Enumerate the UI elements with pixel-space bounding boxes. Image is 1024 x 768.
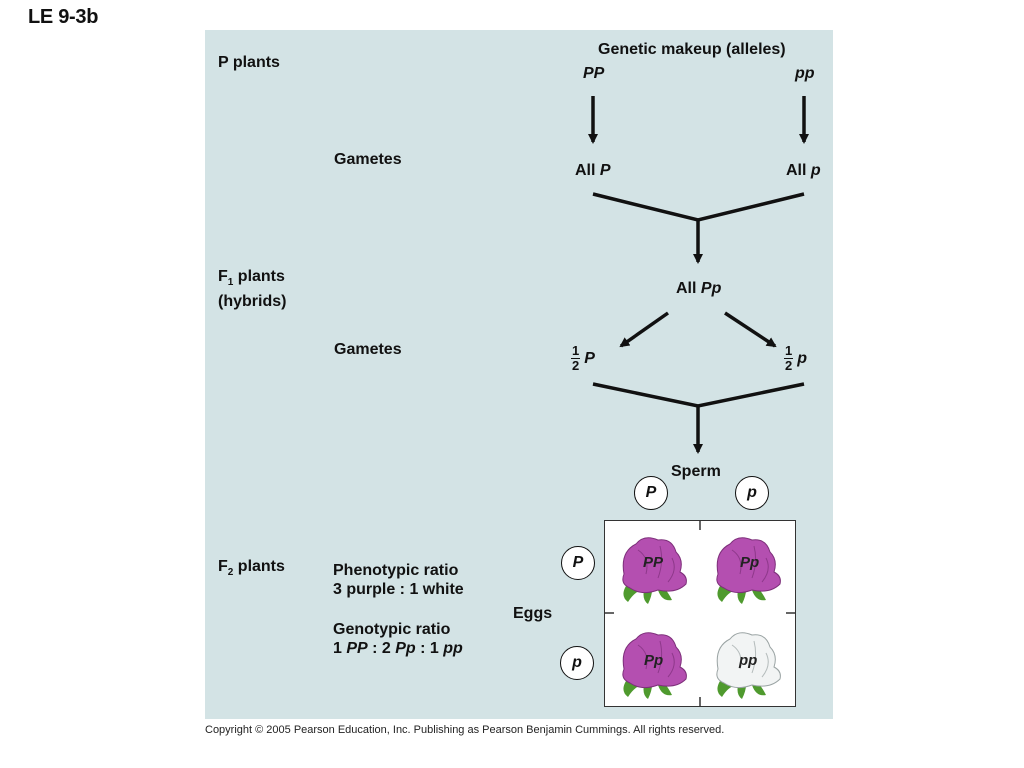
f1-all-pp: All Pp xyxy=(676,280,722,297)
eggs-label: Eggs xyxy=(513,605,553,622)
gametes-label-1: Gametes xyxy=(334,151,402,168)
cell-genotype-pp-1: PP xyxy=(643,554,664,571)
genotypic-ratio: Genotypic ratio 1 PP : 2 Pp : 1 pp xyxy=(333,621,463,657)
egg-allele-dominant: P xyxy=(561,546,595,580)
flower-purple-icon xyxy=(716,537,781,604)
genotype-pp-dominant: PP xyxy=(583,65,605,82)
p-plants-label: P plants xyxy=(218,54,280,71)
gamete-all-p-dominant: All P xyxy=(575,162,611,179)
sperm-allele-dominant: P xyxy=(634,476,668,510)
flower-purple-icon xyxy=(622,537,687,604)
arrow-split-left xyxy=(619,311,670,348)
genotype-pp-recessive: pp xyxy=(795,65,815,82)
cell-genotype-pp-4: pp xyxy=(739,652,758,669)
flower-purple-icon xyxy=(622,632,687,699)
slide-title: LE 9-3b xyxy=(28,6,99,28)
sperm-label: Sperm xyxy=(671,463,721,480)
egg-allele-recessive: p xyxy=(560,646,594,680)
arrow-split-right xyxy=(724,311,777,348)
f2-plants-label: F2 plants xyxy=(218,558,285,579)
cell-genotype-pp-3: Pp xyxy=(644,652,664,669)
gametes-label-2: Gametes xyxy=(334,341,402,358)
gamete-all-p-recessive: All p xyxy=(786,162,821,179)
sperm-allele-recessive: p xyxy=(735,476,769,510)
cell-genotype-pp-2: Pp xyxy=(740,554,760,571)
f1-plants-label: F1 plants (hybrids) xyxy=(218,268,287,311)
flower-white-icon xyxy=(716,632,781,699)
genetic-makeup-heading: Genetic makeup (alleles) xyxy=(598,41,786,58)
copyright-notice: Copyright © 2005 Pearson Education, Inc.… xyxy=(205,724,725,736)
